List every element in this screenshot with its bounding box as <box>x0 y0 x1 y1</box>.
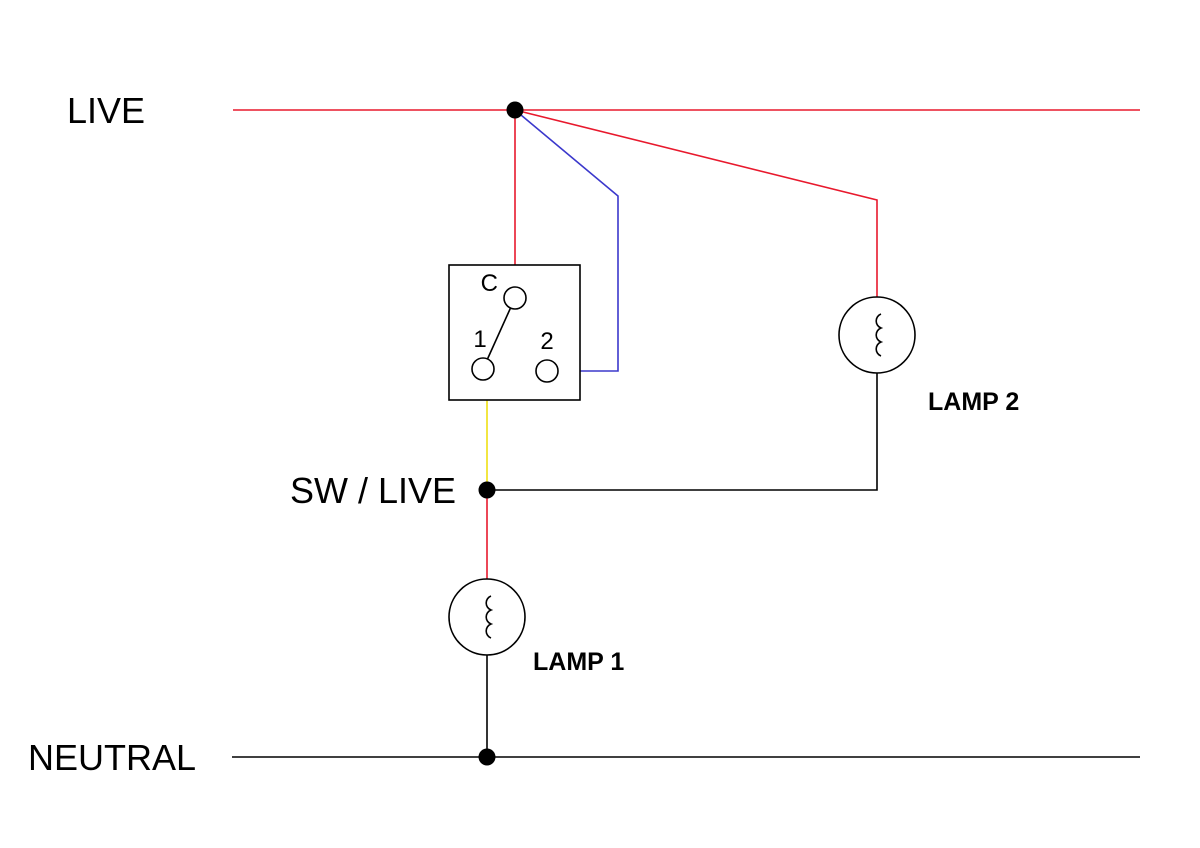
live-label: LIVE <box>67 90 145 131</box>
switch-box <box>448 264 581 401</box>
switch-lever <box>486 307 512 360</box>
lamp2-to-swlive-wire <box>493 373 878 491</box>
switch-terminal-1-label: 1 <box>473 326 486 353</box>
switch-terminal-2-circle <box>535 359 559 383</box>
sw-live-label: SW / LIVE <box>290 470 456 511</box>
lamp1-filament-coil <box>485 595 494 639</box>
live-to-lamp2-wire <box>514 109 878 297</box>
lamp2-symbol <box>838 296 916 374</box>
switch-terminal-1-circle <box>471 357 495 381</box>
lamp2-label: LAMP 2 <box>928 388 1019 416</box>
neutral-label: NEUTRAL <box>28 737 196 778</box>
lamp2-filament-coil <box>875 313 884 357</box>
switch-terminal-c-label: C <box>481 270 498 297</box>
lamp1-symbol <box>448 578 526 656</box>
switch-terminal-2-label: 2 <box>540 328 553 355</box>
lamp1-label: LAMP 1 <box>533 648 624 676</box>
neutral-junction-dot <box>478 748 496 766</box>
live-to-terminal2-loop-wire <box>514 109 619 372</box>
live-junction-dot <box>506 101 524 119</box>
switch-terminal-c-circle <box>503 286 527 310</box>
swlive-junction-dot <box>478 481 496 499</box>
